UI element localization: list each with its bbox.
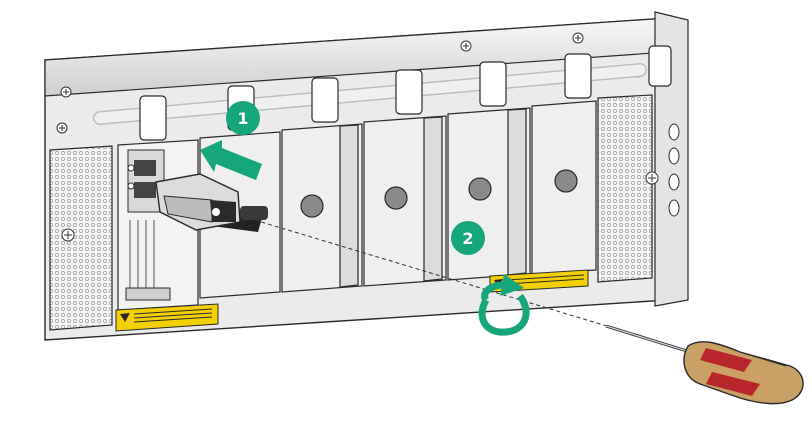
step-1-number: 1 [237,109,248,128]
captive-screw-icon [645,171,659,185]
alignment-guide [247,217,661,343]
rotate-icon [478,274,530,336]
step-2-callout: 2 [451,221,485,255]
screwdriver-icon [605,324,804,405]
right-vent-panel [597,94,659,283]
insert-arrow-icon [200,140,262,180]
captive-screw-icon [61,228,75,242]
step-2-number: 2 [462,229,473,248]
slot-hole-icon [300,169,578,218]
step-1-callout: 1 [226,101,260,135]
left-vent-panel [49,145,113,331]
module-slots [199,100,597,299]
power-cord-icon [155,173,268,232]
warning-label [115,303,219,332]
